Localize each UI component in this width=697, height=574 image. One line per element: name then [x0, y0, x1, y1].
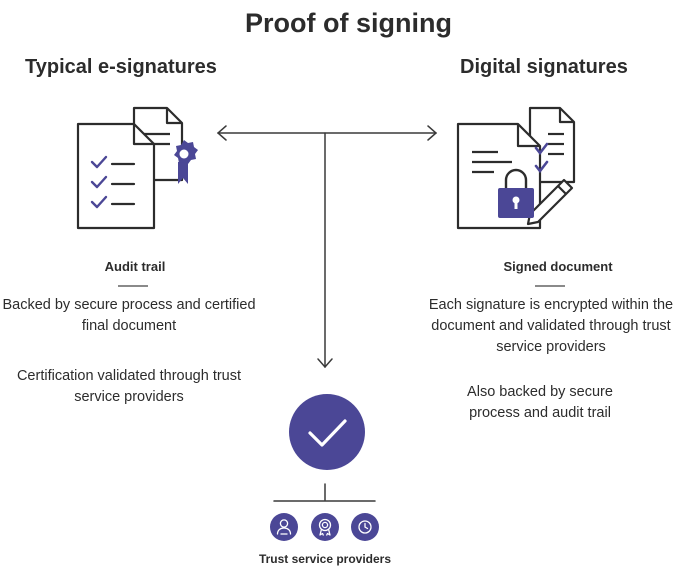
checkmark-circle-icon	[289, 394, 365, 470]
left-column-heading: Typical e-signatures	[25, 56, 217, 78]
user-badge-icon	[270, 513, 298, 541]
signed-document-label: Signed document	[503, 259, 613, 274]
signed-document-lock-icon	[456, 106, 576, 230]
left-paragraph-1: Backed by secure process and certified f…	[2, 297, 256, 334]
left-paragraph-2: Certification validated through trust se…	[16, 368, 242, 405]
audit-document-icon	[76, 106, 198, 230]
award-badge-icon	[311, 513, 339, 541]
right-column-heading: Digital signatures	[460, 56, 628, 78]
left-arrowhead	[216, 125, 227, 141]
clock-icon	[351, 513, 379, 541]
trust-service-providers-label: Trust service providers	[258, 552, 392, 566]
left-divider	[118, 285, 148, 287]
right-paragraph-1: Each signature is encrypted within the d…	[428, 297, 674, 355]
audit-trail-label: Audit trail	[104, 259, 166, 274]
right-arrowhead	[427, 125, 438, 141]
right-paragraph-2: Also backed by secure process and audit …	[467, 384, 613, 421]
down-arrowhead	[317, 358, 333, 369]
right-divider	[535, 285, 565, 287]
page-title: Proof of signing	[245, 8, 452, 38]
